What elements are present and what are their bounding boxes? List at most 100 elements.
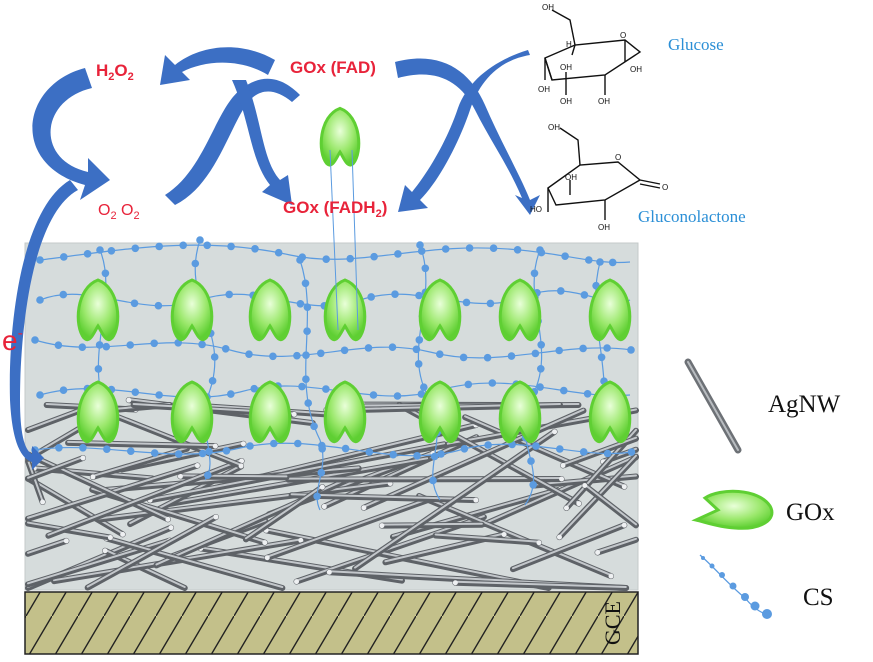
chitosan-bead <box>537 341 545 349</box>
chitosan-bead <box>531 349 540 358</box>
chitosan-bead <box>367 293 376 301</box>
chitosan-bead <box>302 375 310 384</box>
chitosan-bead <box>94 365 103 373</box>
agnw-wire <box>378 521 485 529</box>
chitosan-bead <box>95 341 104 349</box>
agnw-wire <box>25 454 86 482</box>
chitosan-bead <box>150 339 158 348</box>
chitosan-bead <box>60 253 68 261</box>
o2-label: O2 O2 <box>98 202 140 222</box>
chitosan-bead <box>608 258 617 267</box>
legend-gox-label: GOx <box>786 499 835 526</box>
chitosan-bead <box>322 255 331 263</box>
chitosan-bead <box>560 386 568 395</box>
chitosan-bead <box>298 382 306 391</box>
chitosan-bead <box>421 264 430 273</box>
agnw-wire <box>416 493 615 580</box>
chitosan-bead <box>393 392 402 400</box>
gluconolactone-oh-2: OH <box>565 173 577 182</box>
gox-enzyme <box>248 380 292 443</box>
chitosan-bead <box>536 246 544 254</box>
gox-enzyme <box>498 380 542 443</box>
gox-enzyme <box>498 278 542 341</box>
chitosan-bead <box>412 345 421 354</box>
chitosan-bead <box>127 447 135 456</box>
chitosan-bead <box>131 244 140 253</box>
chitosan-bead <box>250 384 258 393</box>
gluconolactone-structure <box>547 127 661 220</box>
chitosan-bead <box>437 450 445 458</box>
chitosan-bead <box>78 343 87 352</box>
gox-enzyme <box>323 278 367 341</box>
chitosan-bead <box>296 300 305 308</box>
legend: AgNW GOx CS <box>684 358 841 619</box>
chitosan-bead <box>596 258 604 266</box>
chitosan-bead <box>191 259 200 268</box>
chitosan-bead <box>388 343 397 352</box>
chitosan-bead <box>126 341 134 349</box>
agnw-wire <box>84 513 219 591</box>
chitosan-bead <box>465 244 474 252</box>
agnw-wire <box>352 428 558 572</box>
chitosan-bead <box>597 353 606 362</box>
gluconolactone-ho: HO <box>530 205 542 214</box>
glucose-oh-4: OH <box>538 85 550 94</box>
chitosan-bead <box>55 444 63 452</box>
glucose-label: Glucose <box>668 35 724 54</box>
chitosan-bead <box>270 439 278 448</box>
chitosan-bead <box>274 248 283 257</box>
chitosan-bead <box>198 449 207 458</box>
chitosan-bead <box>436 350 444 359</box>
chitosan-bead <box>555 346 563 355</box>
agnw-wire <box>65 439 219 450</box>
chitosan-bead <box>460 445 469 453</box>
gluconolactone-label: Gluconolactone <box>638 207 746 226</box>
gox-fad-label: GOx (FAD) <box>290 58 376 77</box>
chitosan-bead <box>603 449 612 458</box>
agnw-network <box>25 397 639 591</box>
gox-enzyme <box>418 380 462 443</box>
chitosan-bead <box>346 254 355 263</box>
chitosan-bead <box>365 448 374 456</box>
chitosan-bead <box>486 299 495 308</box>
chitosan-bead <box>36 296 44 304</box>
glucose-oh-6: OH <box>598 97 610 106</box>
chitosan-bead <box>179 241 187 250</box>
gox-enzyme <box>76 380 120 443</box>
chitosan-bead <box>204 471 212 480</box>
chitosan-bead <box>303 303 312 312</box>
chitosan-bead <box>130 299 139 308</box>
chitosan-bead <box>155 391 163 399</box>
chitosan-bead <box>429 476 437 485</box>
chitosan-bead <box>322 385 330 393</box>
chitosan-bead <box>150 449 159 457</box>
arc-arrow-glucose-fadh2 <box>398 50 530 212</box>
legend-agnw-label: AgNW <box>768 391 841 418</box>
chitosan-bead <box>302 351 310 360</box>
agnw-wire <box>288 492 479 504</box>
legend-cs-label: CS <box>803 584 834 611</box>
chitosan-bead <box>318 445 327 453</box>
zoom-line-left <box>329 149 339 331</box>
chitosan-bead <box>527 457 535 465</box>
chitosan-bead <box>580 291 589 299</box>
chitosan-bead <box>583 390 592 398</box>
chitosan-bead <box>627 448 636 456</box>
chitosan-bead <box>557 287 565 295</box>
chitosan-bead <box>537 365 545 373</box>
chitosan-bead <box>208 377 217 385</box>
chitosan-bead <box>414 360 423 368</box>
agnw-wire <box>509 522 628 573</box>
gox-enzyme <box>323 380 367 443</box>
agnw-wire <box>264 497 431 561</box>
chitosan-bead <box>579 344 587 353</box>
chitosan-bead <box>222 447 231 455</box>
chitosan-bead <box>484 441 492 449</box>
chitosan-bead <box>556 445 564 453</box>
gox-enzyme <box>588 380 632 443</box>
agnw-wire <box>360 407 587 511</box>
gluconolactone-o-carbonyl: O <box>662 183 668 192</box>
chitosan-bead <box>59 290 68 299</box>
chitosan-bead <box>603 344 611 352</box>
